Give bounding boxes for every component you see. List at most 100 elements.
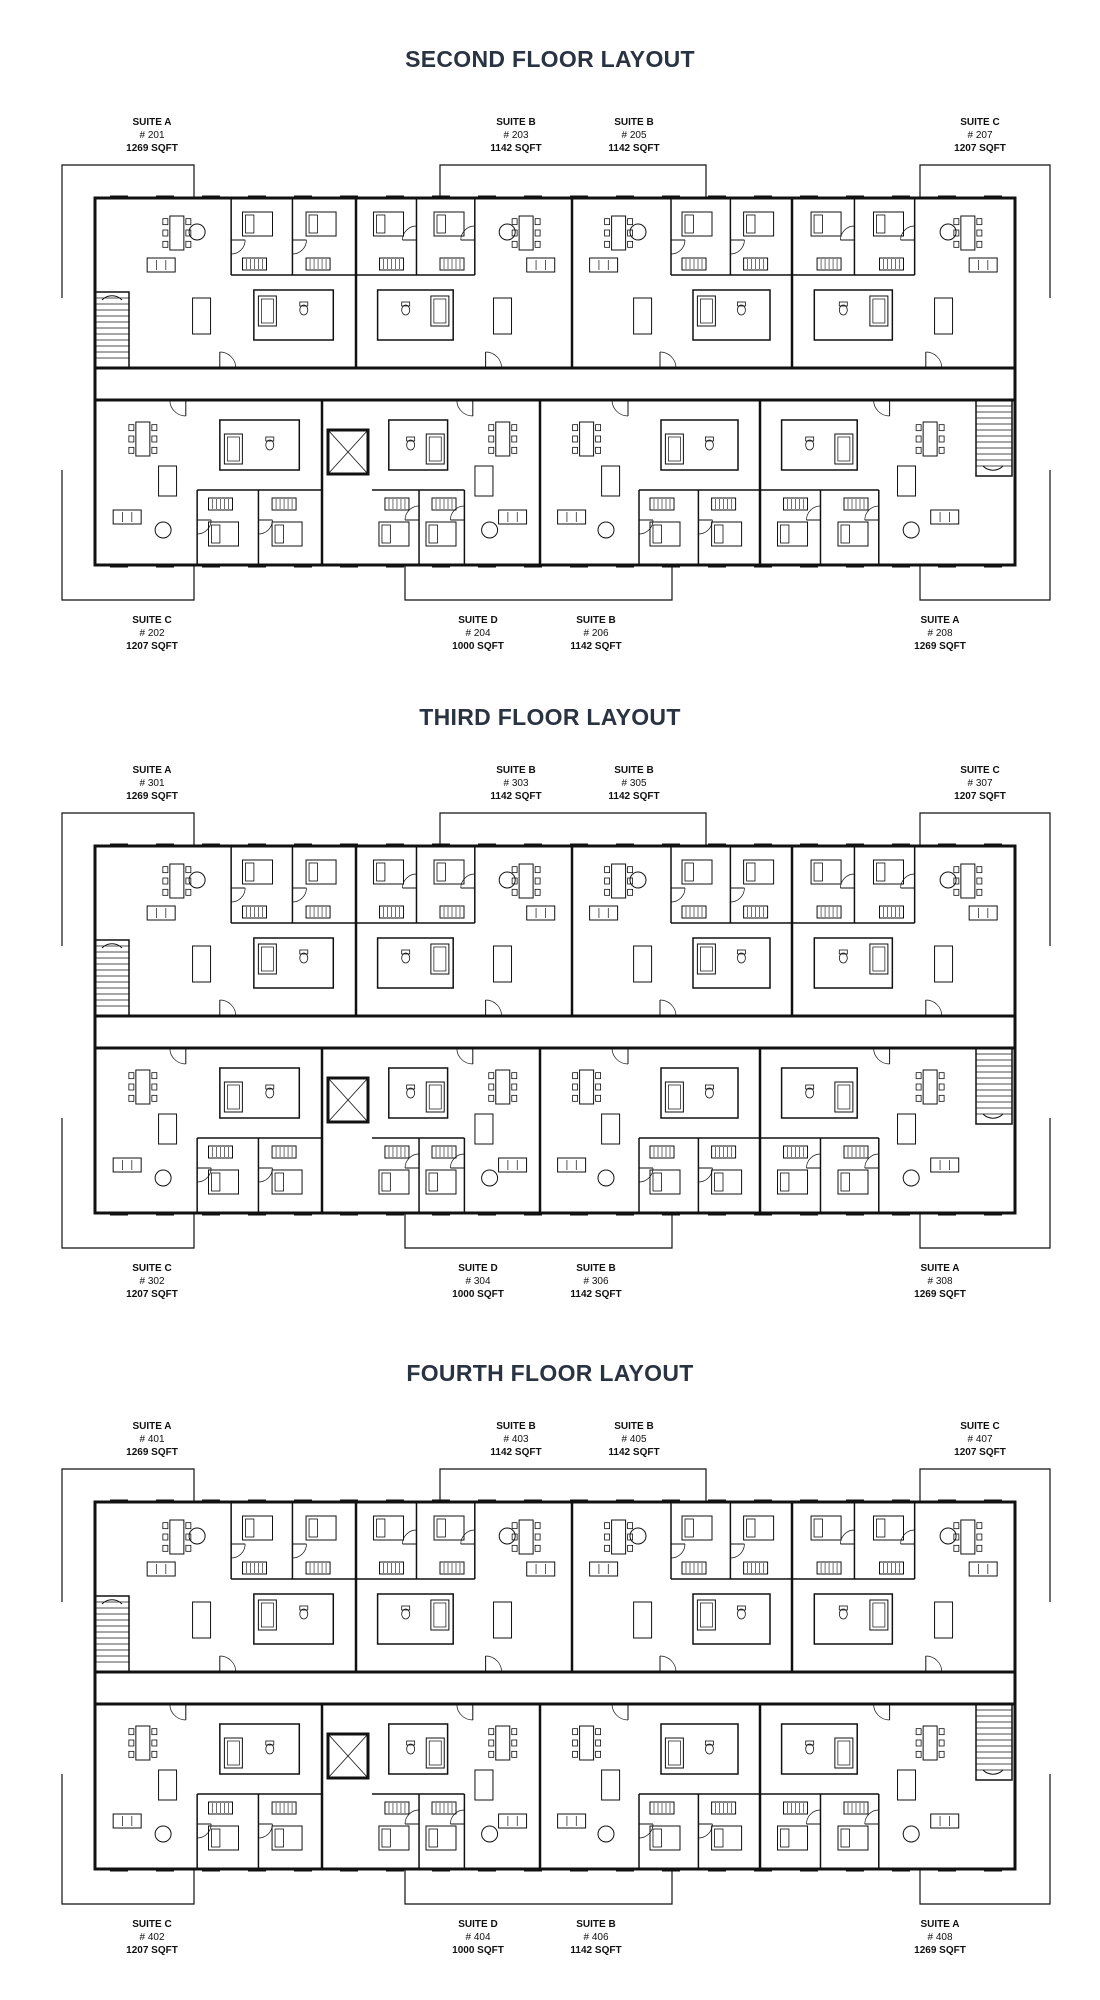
balcony-outline	[439, 164, 707, 198]
chair-icon	[534, 1533, 541, 1541]
closet-icon	[711, 497, 737, 511]
toilet-icon	[705, 439, 714, 451]
suite-type: SUITE D	[458, 1919, 498, 1930]
toilet-icon	[737, 1608, 746, 1620]
closet-icon	[208, 1801, 233, 1815]
door-icon	[900, 873, 915, 889]
bathtub-inner	[227, 1740, 240, 1766]
bathroom-block	[660, 1723, 739, 1775]
toilet-icon	[838, 304, 848, 316]
bed-icon	[777, 1825, 809, 1851]
door-swing	[925, 1655, 943, 1673]
door-swing	[730, 887, 745, 903]
suite-label-bottom-1: SUITE C # 402 1207 SQFT	[92, 1918, 212, 1957]
entry-door-icon	[169, 1703, 187, 1721]
kitchen-island-icon	[934, 945, 954, 983]
door-icon	[698, 1823, 713, 1839]
pillow-icon	[211, 524, 221, 544]
sofa-icon	[589, 1561, 619, 1577]
kitchen-island-icon	[633, 1601, 653, 1639]
chair-icon	[511, 1544, 518, 1552]
door-swing	[611, 399, 629, 417]
chair-icon	[976, 240, 983, 248]
entry-door-icon	[925, 999, 943, 1017]
pillow-icon	[746, 862, 756, 882]
bathroom-block	[219, 1067, 301, 1119]
floor-title: FOURTH FLOOR LAYOUT	[406, 1360, 694, 1386]
suite-label-bottom-3: SUITE B # 206 1142 SQFT	[536, 614, 656, 653]
chair-icon	[627, 1544, 633, 1552]
door-swing	[258, 1823, 273, 1839]
door-icon	[258, 1823, 273, 1839]
chair-icon	[604, 877, 610, 885]
pillow-icon	[780, 1828, 790, 1848]
chair-icon	[627, 240, 633, 248]
bed-icon	[711, 1825, 743, 1851]
entry-door-icon	[456, 399, 474, 417]
closet-icon	[783, 1801, 809, 1815]
sofa-icon	[930, 509, 960, 525]
entry-door-icon	[925, 351, 943, 369]
door-swing	[197, 1167, 212, 1183]
door-icon	[840, 1529, 855, 1545]
chair-icon	[511, 435, 518, 443]
door-swing	[258, 1167, 273, 1183]
suite-area: 1207 SQFT	[126, 641, 178, 652]
door-swing	[231, 1543, 246, 1559]
door-swing	[806, 1153, 821, 1169]
closet-icon	[816, 1561, 842, 1575]
round-table-icon	[188, 871, 206, 889]
suite-area: 1142 SQFT	[608, 143, 660, 154]
sofa-icon	[146, 257, 176, 273]
chair-icon	[534, 218, 541, 226]
closet-icon	[681, 1561, 707, 1575]
bed-icon	[837, 1169, 869, 1195]
suite-label-bottom-1: SUITE C # 302 1207 SQFT	[92, 1262, 212, 1301]
bathtub-icon	[223, 1081, 243, 1113]
balcony-outline	[919, 164, 1051, 298]
sofa-icon	[557, 1157, 587, 1173]
bed-icon	[208, 1169, 239, 1195]
suite-label-bottom-3: SUITE B # 306 1142 SQFT	[536, 1262, 656, 1301]
closet-icon	[649, 1145, 675, 1159]
bathtub-inner	[428, 1084, 442, 1110]
chair-icon	[953, 218, 960, 226]
bathroom-block	[388, 1723, 449, 1775]
door-swing	[659, 999, 677, 1017]
chair-icon	[128, 1094, 135, 1102]
door-swing	[485, 351, 502, 369]
dining-table-icon	[518, 215, 534, 251]
toilet-tank-icon	[265, 1740, 275, 1746]
round-table-icon	[902, 1169, 920, 1187]
entry-door-icon	[219, 1655, 237, 1673]
chair-icon	[511, 1083, 518, 1091]
round-table-icon	[902, 1825, 920, 1843]
chair-icon	[915, 1728, 922, 1736]
chair-icon	[185, 866, 192, 874]
sofa-icon	[930, 1813, 960, 1829]
entry-door-icon	[873, 1703, 891, 1721]
chair-icon	[488, 1094, 495, 1102]
door-icon	[638, 1167, 654, 1183]
kitchen-island-icon	[474, 1113, 494, 1145]
chair-icon	[595, 1750, 601, 1758]
bathtub-inner	[261, 298, 274, 324]
door-icon	[840, 873, 855, 889]
door-swing	[659, 1655, 677, 1673]
suite-type: SUITE B	[496, 765, 536, 776]
sofa-icon	[526, 257, 556, 273]
bathroom-block	[253, 289, 335, 341]
chair-icon	[572, 446, 578, 454]
door-icon	[197, 1167, 212, 1183]
chair-icon	[572, 1094, 578, 1102]
chair-icon	[595, 435, 601, 443]
closet-icon	[379, 257, 405, 271]
chair-icon	[488, 446, 495, 454]
suite-area: 1269 SQFT	[914, 1289, 966, 1300]
suite-type: SUITE C	[960, 1421, 1000, 1432]
bathtub-icon	[664, 433, 684, 465]
chair-icon	[953, 888, 960, 896]
pillow-icon	[381, 1828, 391, 1848]
dining-table-icon	[579, 1725, 595, 1761]
bed-icon	[873, 211, 904, 237]
